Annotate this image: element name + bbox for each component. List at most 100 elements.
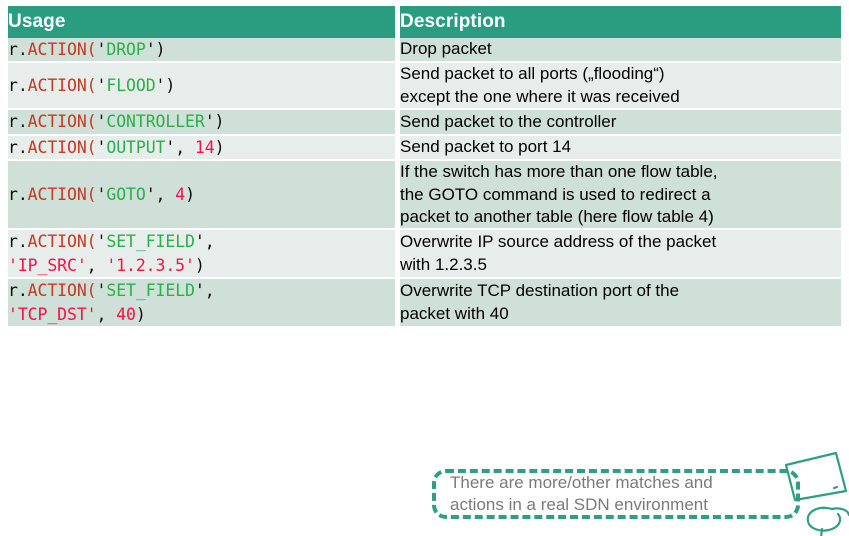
code-token: GOTO xyxy=(106,185,146,205)
cell-description: Overwrite IP source address of the packe… xyxy=(400,230,841,278)
code-token: r. xyxy=(8,281,28,301)
column-header-usage: Usage xyxy=(8,6,395,38)
table-row: r.ACTION('FLOOD')Send packet to all port… xyxy=(8,63,841,109)
code-token: ' xyxy=(96,232,107,252)
code-token: SET_FIELD xyxy=(106,281,195,301)
code-token: ACTION( xyxy=(27,137,97,157)
code-token: ACTION( xyxy=(27,281,97,301)
row-separator-cell xyxy=(8,108,841,111)
row-column-divider xyxy=(395,161,400,229)
code-token: ' xyxy=(194,232,205,252)
code-token: ) xyxy=(165,76,176,96)
code-token: 40 xyxy=(116,304,136,324)
code-token: ACTION( xyxy=(27,40,97,59)
description-line: Send packet to port 14 xyxy=(400,137,572,157)
table-row: r.ACTION('GOTO', 4)If the switch has mor… xyxy=(8,161,841,229)
description-line: Send packet to the controller xyxy=(400,111,617,131)
table-row: r.ACTION('DROP')Drop packet xyxy=(8,38,841,62)
cell-usage: r.ACTION('DROP') xyxy=(8,38,395,62)
row-column-divider xyxy=(395,110,400,134)
row-column-divider xyxy=(395,135,400,160)
cell-usage: r.ACTION('SET_FIELD', 'TCP_DST', 40) xyxy=(8,279,395,327)
cell-description: Drop packet xyxy=(400,38,841,62)
code-token: ACTION( xyxy=(27,185,97,205)
code-token: ' xyxy=(96,137,107,157)
row-separator xyxy=(8,108,841,111)
code-token: SET_FIELD xyxy=(106,232,195,252)
column-header-description: Description xyxy=(400,6,841,38)
cell-usage: r.ACTION('GOTO', 4) xyxy=(8,161,395,229)
cell-description: Send packet to port 14 xyxy=(400,135,841,160)
code-token: ACTION( xyxy=(27,76,97,96)
code-token: 4 xyxy=(175,185,186,205)
code-token: , xyxy=(175,137,195,157)
code-token: r. xyxy=(8,112,28,132)
code-token: OUTPUT xyxy=(106,137,166,157)
code-token: ) xyxy=(185,185,195,205)
cell-usage: r.ACTION('OUTPUT', 14) xyxy=(8,135,395,160)
description-line: Send packet to all ports („flooding“) xyxy=(400,64,665,84)
code-token: FLOOD xyxy=(106,76,156,96)
description-line: except the one where it was received xyxy=(400,86,680,106)
description-line: with 1.2.3.5 xyxy=(400,254,487,274)
code-token: ' xyxy=(145,40,156,59)
code-token: ' xyxy=(145,185,156,205)
code-token: r. xyxy=(8,137,28,157)
row-column-divider xyxy=(395,279,400,327)
code-token: r. xyxy=(8,76,28,96)
description-line: the GOTO command is used to redirect a xyxy=(400,184,711,204)
code-token: ) xyxy=(135,304,146,324)
row-separator-cell xyxy=(8,277,841,280)
code-token: 'TCP_DST' xyxy=(8,304,97,324)
row-column-divider xyxy=(395,230,400,278)
description-line: If the switch has more than one flow tab… xyxy=(400,162,718,182)
code-token: , xyxy=(86,255,107,275)
code-token: ) xyxy=(214,112,225,132)
description-line: Overwrite TCP destination port of the xyxy=(400,281,680,301)
code-token: , xyxy=(204,232,215,252)
cell-description: If the switch has more than one flow tab… xyxy=(400,161,841,229)
cell-usage: r.ACTION('CONTROLLER') xyxy=(8,110,395,134)
row-separator xyxy=(8,133,841,136)
code-token: r. xyxy=(8,185,28,205)
row-separator-cell xyxy=(8,133,841,136)
row-column-divider xyxy=(395,38,400,62)
code-token: ' xyxy=(165,137,176,157)
code-token: ) xyxy=(155,40,166,59)
row-separator xyxy=(8,228,841,231)
description-line: packet with 40 xyxy=(400,303,509,323)
table-header-row: Usage Description xyxy=(8,6,841,38)
code-token: CONTROLLER xyxy=(106,112,205,132)
description-line: packet to another table (here flow table… xyxy=(400,207,714,227)
code-token: ' xyxy=(96,40,107,59)
table-row: r.ACTION('SET_FIELD', 'IP_SRC', '1.2.3.5… xyxy=(8,230,841,278)
row-separator-cell xyxy=(8,61,841,64)
code-token: , xyxy=(155,185,176,205)
cell-description: Send packet to the controller xyxy=(400,110,841,134)
code-token: ' xyxy=(96,112,107,132)
row-separator-cell xyxy=(8,159,841,162)
code-token: ACTION( xyxy=(27,232,97,252)
callout-note-text: There are more/other matches and actions… xyxy=(450,472,713,514)
code-token: ' xyxy=(204,112,215,132)
code-token: ' xyxy=(96,281,107,301)
row-separator xyxy=(8,277,841,280)
code-token: ' xyxy=(96,185,107,205)
row-separator xyxy=(8,159,841,162)
code-token: r. xyxy=(8,232,28,252)
table-row: r.ACTION('CONTROLLER')Send packet to the… xyxy=(8,110,841,134)
code-token: ' xyxy=(96,76,107,96)
row-separator-cell xyxy=(8,228,841,231)
row-separator xyxy=(8,61,841,64)
column-divider xyxy=(395,6,400,38)
cell-usage: r.ACTION('FLOOD') xyxy=(8,63,395,109)
code-token: '1.2.3.5' xyxy=(106,255,195,275)
code-token: , xyxy=(96,304,117,324)
cell-usage: r.ACTION('SET_FIELD', 'IP_SRC', '1.2.3.5… xyxy=(8,230,395,278)
actions-reference-table: Usage Description r.ACTION('DROP')Drop p… xyxy=(8,6,841,327)
row-column-divider xyxy=(395,63,400,109)
code-token: ' xyxy=(155,76,166,96)
callout-note: There are more/other matches and actions… xyxy=(432,469,800,519)
